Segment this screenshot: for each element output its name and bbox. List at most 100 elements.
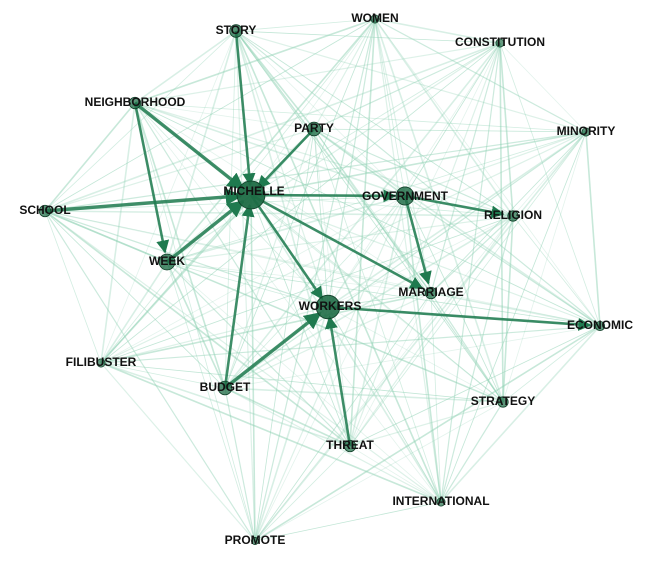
- node-party: [306, 121, 322, 137]
- node-minority: [581, 127, 591, 137]
- edge-workers-filibuster: [100, 306, 329, 364]
- node-international: [436, 497, 446, 507]
- edge-school-filibuster: [44, 210, 102, 364]
- edge-constitution-marriage: [430, 42, 501, 294]
- edge-constitution-international: [440, 42, 501, 503]
- edge-constitution-threat: [349, 42, 501, 447]
- edge-minority-budget: [224, 131, 587, 389]
- edge-government-strategy: [404, 195, 504, 403]
- edge-neighborhood-economic: [134, 102, 601, 327]
- edge-women-week: [166, 18, 376, 263]
- edge-constitution-budget: [224, 42, 501, 389]
- edge-party-strategy: [313, 128, 504, 403]
- edge-week-international: [166, 261, 442, 503]
- edge-school-international: [44, 210, 442, 503]
- edge-women-workers: [327, 18, 376, 308]
- edge-threat-international: [349, 445, 442, 503]
- edge-religion-promote: [254, 215, 514, 542]
- edge-story-neighborhood: [134, 30, 237, 104]
- edge-women-party: [313, 18, 376, 130]
- node-label-party: PARTY: [294, 121, 334, 135]
- node-story: [229, 24, 243, 38]
- edge-religion-filibuster: [100, 215, 514, 364]
- edge-neighborhood-international: [134, 102, 442, 503]
- edge-story-marriage: [235, 30, 432, 294]
- edge-women-promote: [254, 18, 376, 542]
- edge-party-workers: [313, 128, 329, 308]
- strong-edge-michelle-government: [250, 189, 397, 203]
- edge-filibuster-budget: [100, 362, 226, 389]
- edge-story-threat: [235, 30, 351, 447]
- node-label-constitution: CONSTITUTION: [455, 35, 545, 49]
- node-label-international: INTERNATIONAL: [392, 494, 489, 508]
- edge-marriage-workers: [327, 292, 432, 308]
- edge-neighborhood-minority: [134, 102, 587, 133]
- edge-minority-michelle: [250, 131, 587, 196]
- edge-women-school: [44, 18, 376, 212]
- edge-budget-international: [224, 387, 442, 503]
- node-filibuster: [96, 358, 106, 368]
- node-marriage: [424, 286, 438, 300]
- node-neighborhood: [128, 96, 142, 110]
- edge-budget-strategy: [224, 387, 504, 403]
- node-label-economic: ECONOMIC: [567, 318, 633, 332]
- edge-women-neighborhood: [134, 18, 376, 104]
- edge-government-international: [404, 195, 442, 503]
- edge-government-workers: [327, 195, 406, 308]
- node-label-neighborhood: NEIGHBORHOOD: [85, 95, 186, 109]
- node-label-strategy: STRATEGY: [471, 394, 535, 408]
- edge-filibuster-international: [100, 362, 442, 503]
- edge-women-economic: [374, 18, 601, 327]
- edge-story-international: [235, 30, 442, 503]
- edge-economic-promote: [254, 325, 601, 542]
- strong-edge-workers-economic: [327, 305, 592, 331]
- edge-story-filibuster: [100, 30, 237, 364]
- edge-women-minority: [374, 18, 587, 133]
- edge-school-marriage: [44, 210, 432, 294]
- edge-week-threat: [166, 261, 351, 447]
- edge-women-international: [374, 18, 442, 503]
- node-label-women: WOMEN: [351, 11, 398, 25]
- edge-constitution-religion: [499, 42, 514, 217]
- strong-edge-budget-workers: [223, 311, 322, 390]
- strong-edge-budget-michelle: [223, 203, 255, 389]
- edge-party-promote: [254, 128, 315, 542]
- edge-week-economic: [166, 261, 601, 327]
- edge-government-filibuster: [100, 195, 406, 364]
- node-label-workers: WORKERS: [299, 299, 362, 313]
- edge-week-promote: [166, 261, 256, 542]
- strong-edge-party-michelle: [256, 128, 315, 189]
- node-label-government: GOVERNMENT: [362, 189, 449, 203]
- edge-party-marriage: [313, 128, 432, 294]
- edge-neighborhood-religion: [134, 102, 514, 217]
- edge-constitution-workers: [327, 42, 501, 308]
- node-promote: [251, 537, 259, 545]
- edge-party-minority: [313, 128, 587, 133]
- edge-religion-budget: [224, 215, 514, 389]
- edge-religion-international: [440, 215, 514, 503]
- edge-threat-promote: [254, 445, 351, 542]
- edge-government-economic: [404, 195, 601, 327]
- strong-edge-neighborhood-week: [133, 102, 170, 254]
- node-economic: [594, 320, 606, 332]
- edge-neighborhood-marriage: [134, 102, 432, 294]
- node-school: [38, 204, 52, 218]
- edge-school-week: [44, 210, 168, 263]
- strong-edge-story-michelle: [234, 30, 256, 187]
- edge-school-religion: [44, 210, 514, 217]
- edge-week-workers: [166, 261, 329, 308]
- edge-week-filibuster: [100, 261, 168, 364]
- edge-party-budget: [224, 128, 315, 389]
- edge-party-international: [313, 128, 442, 503]
- strong-edge-michelle-workers: [249, 194, 324, 300]
- edge-neighborhood-government: [134, 102, 406, 197]
- edge-minority-international: [440, 131, 587, 503]
- edge-minority-religion: [512, 131, 587, 217]
- node-label-michelle: MICHELLE: [223, 184, 284, 198]
- edge-constitution-strategy: [499, 42, 504, 403]
- edge-marriage-economic: [430, 292, 601, 327]
- edge-constitution-minority: [499, 42, 587, 133]
- node-label-promote: PROMOTE: [225, 533, 286, 547]
